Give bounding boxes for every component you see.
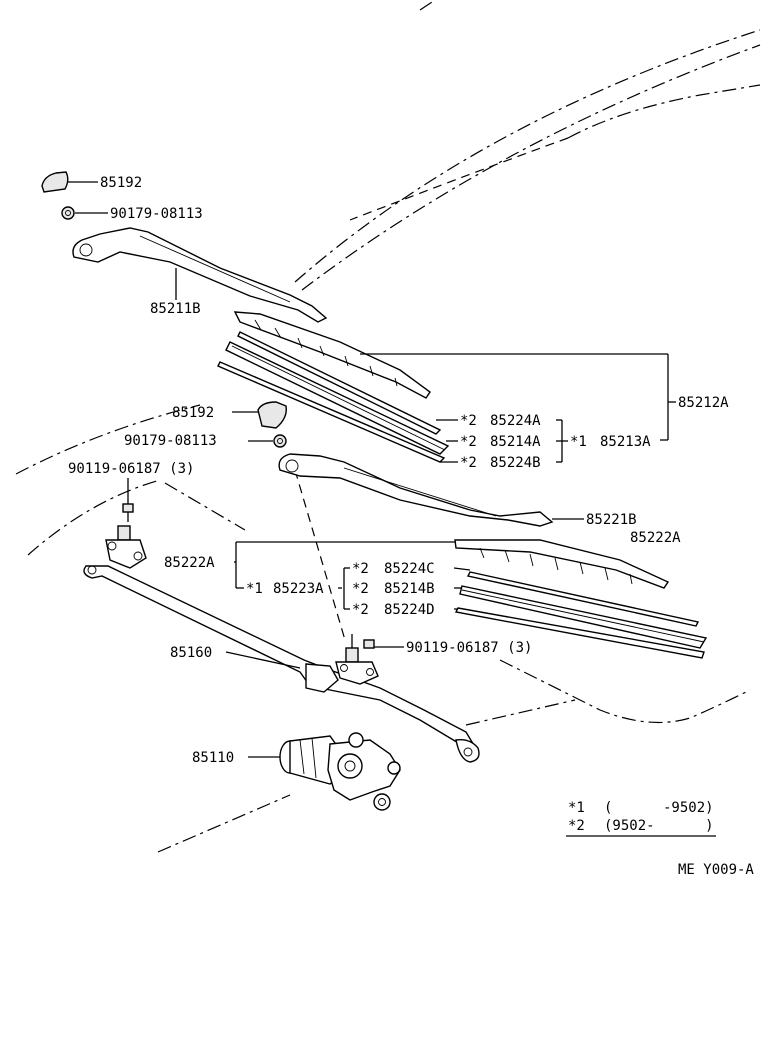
wiper-blade-right — [454, 539, 708, 659]
arm-nut-mid — [248, 434, 287, 448]
label-85110: 85110 — [192, 750, 234, 766]
label-85224A: 85224A — [490, 413, 541, 429]
label-85160: 85160 — [170, 645, 212, 661]
label-85224B: 85224B — [490, 455, 541, 471]
label-85224C: 85224C — [384, 561, 435, 577]
label-85211B: 85211B — [150, 301, 201, 317]
legend-row1-text: ( -9502) — [604, 800, 714, 816]
wiper-linkage — [83, 565, 480, 763]
wiper-motor — [248, 732, 401, 811]
label-85223A-mark: *1 — [246, 581, 263, 597]
wiper-arm-cap-top — [41, 171, 98, 193]
label-85213A-mark: *1 — [570, 434, 587, 450]
label-85214B: 85214B — [384, 581, 435, 597]
wiper-blade-left — [217, 311, 450, 463]
label-85214B-mark: *2 — [352, 581, 369, 597]
label-85213A: 85213A — [600, 434, 651, 450]
label-85192-mid: 85192 — [172, 405, 214, 421]
label-85224B-mark: *2 — [460, 455, 477, 471]
label-85192-top: 85192 — [100, 175, 142, 191]
label-90119-top: 90119-06187 (3) — [68, 461, 194, 477]
label-85224A-mark: *2 — [460, 413, 477, 429]
date-legend: *1 ( -9502) *2 (9502- ) — [566, 800, 716, 837]
leader-lines-blade-right — [234, 541, 471, 610]
label-85214A: 85214A — [490, 434, 541, 450]
legend-row2-text: (9502- ) — [604, 818, 714, 834]
leader-lines-blade-left — [360, 353, 676, 463]
pivot-bolt-right — [363, 639, 404, 649]
wiper-arm-cap-mid — [232, 401, 287, 429]
label-85221B: 85221B — [586, 512, 637, 528]
label-85224C-mark: *2 — [352, 561, 369, 577]
part-labels: 85192 90179-08113 85211B 85212A 85192 90… — [68, 175, 729, 766]
label-90119-mid: 90119-06187 (3) — [406, 640, 532, 656]
label-85212A: 85212A — [678, 395, 729, 411]
label-85222A-right: 85222A — [630, 530, 681, 546]
vehicle-outline — [15, 0, 761, 853]
legend-row1-mark: *1 — [568, 800, 585, 816]
arm-nut-top — [61, 206, 108, 220]
label-85224D-mark: *2 — [352, 602, 369, 618]
pivot-bracket-left — [105, 525, 147, 569]
figure-code: ME Y009-A — [678, 862, 754, 878]
label-85223A: 85223A — [273, 581, 324, 597]
pivot-bracket-right — [335, 634, 379, 685]
label-85224D: 85224D — [384, 602, 435, 618]
legend-row2-mark: *2 — [568, 818, 585, 834]
pivot-bolt-left — [122, 478, 134, 522]
label-90179-mid: 90179-08113 — [124, 433, 217, 449]
wiper-arm-right — [278, 453, 584, 527]
label-90179-top: 90179-08113 — [110, 206, 203, 222]
wiper-arm-left — [72, 227, 328, 323]
label-85222A-left: 85222A — [164, 555, 215, 571]
label-85214A-mark: *2 — [460, 434, 477, 450]
